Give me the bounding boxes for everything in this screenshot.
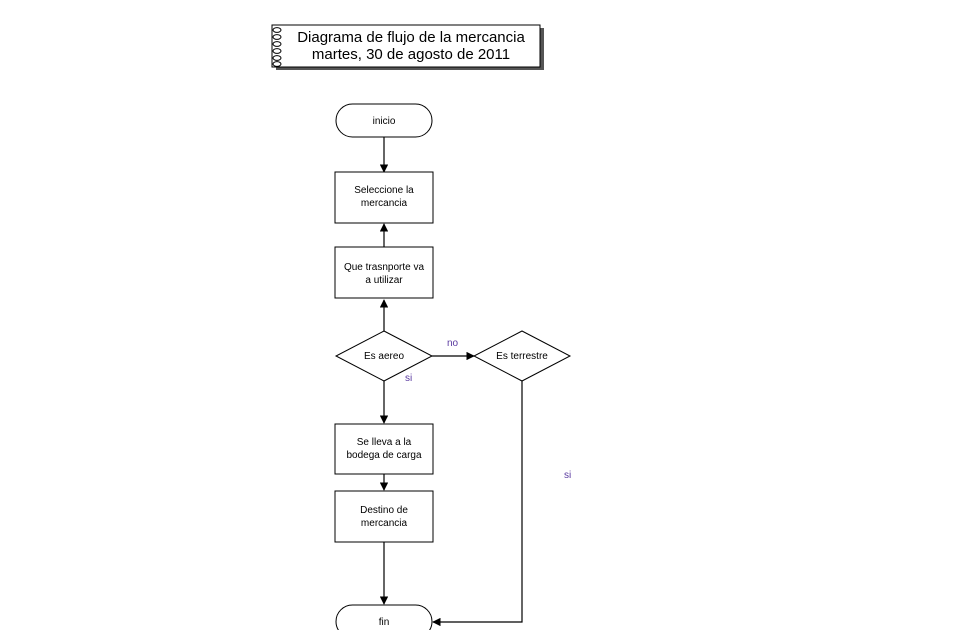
title-line-1: Diagrama de flujo de la mercancia (297, 29, 525, 46)
node-fin-label: fin (379, 617, 390, 628)
node-destino-label-1: Destino de (360, 505, 408, 516)
notepad-ring-icon (272, 27, 282, 67)
node-aereo-label: Es aereo (364, 351, 404, 362)
node-bodega-label-2: bodega de carga (346, 450, 422, 461)
node-inicio-label: inicio (373, 116, 396, 127)
node-inicio: inicio (335, 103, 433, 138)
node-terrestre: Es terrestre (472, 330, 572, 382)
edges (379, 137, 523, 627)
edge-label-no: no (447, 338, 459, 349)
edge-label-si-aereo: si (405, 373, 412, 384)
node-seleccione-label-2: mercancia (361, 198, 408, 209)
node-fin: fin (335, 604, 433, 630)
node-transporte-label-1: Que trasnporte va (344, 262, 424, 273)
node-bodega-label-1: Se lleva a la (357, 437, 412, 448)
title-box (271, 24, 541, 68)
title-line-2: martes, 30 de agosto de 2011 (312, 46, 510, 63)
title-block: Diagrama de flujo de la mercancia martes… (271, 24, 544, 70)
node-transporte-label-2: a utilizar (365, 275, 403, 286)
edge-terrestre-fin (432, 381, 523, 627)
node-transporte: Que trasnporte va a utilizar (334, 246, 434, 299)
node-destino: Destino de mercancia (334, 490, 434, 543)
node-seleccione: Seleccione la mercancia (334, 171, 434, 224)
edge-label-si-terrestre: si (564, 470, 571, 481)
node-bodega: Se lleva a la bodega de carga (334, 423, 434, 475)
node-seleccione-label-1: Seleccione la (354, 185, 414, 196)
node-destino-label-2: mercancia (361, 518, 408, 529)
node-aereo: Es aereo (334, 330, 434, 382)
node-terrestre-label: Es terrestre (496, 351, 548, 362)
